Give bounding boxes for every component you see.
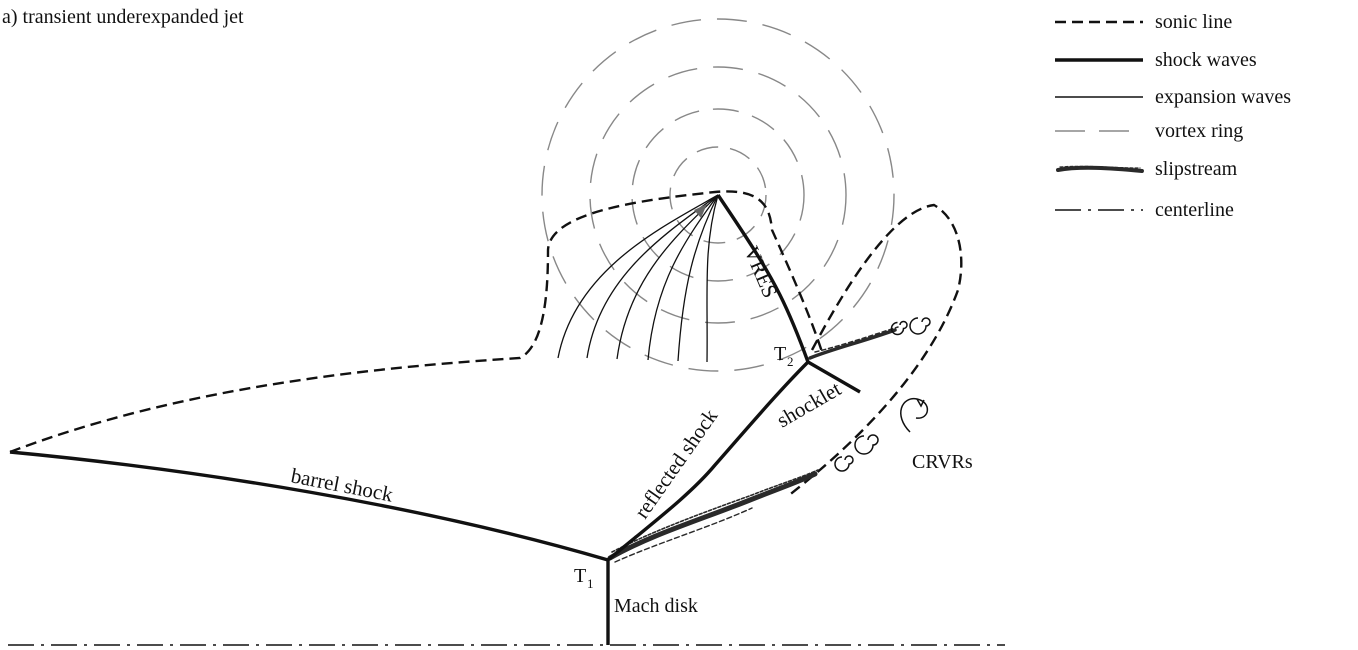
barrel-shock-label: barrel shock [289, 463, 395, 506]
svg-text:2: 2 [787, 354, 794, 369]
t2-label: T 2 [774, 343, 794, 369]
shock-waves [9, 194, 861, 645]
arrow-head [694, 204, 707, 218]
slipstream-lower [607, 469, 819, 563]
legend-label-shock-waves: shock waves [1155, 49, 1257, 71]
t1-label: T 1 [574, 565, 594, 591]
crvrs-label: CRVRs [912, 451, 973, 473]
legend-label-slipstream: slipstream [1155, 158, 1238, 180]
legend-label-sonic-line: sonic line [1155, 11, 1232, 33]
svg-text:T: T [574, 565, 586, 587]
vres-label: VRES [739, 243, 782, 302]
legend-label-vortex-ring: vortex ring [1155, 120, 1243, 142]
barrel-shock [9, 450, 609, 562]
sonic-lines [9, 190, 963, 497]
vortex-spirals [834, 317, 931, 472]
reflected-shock [606, 360, 810, 562]
legend-label-centerline: centerline [1155, 199, 1234, 221]
legend-swatch-slipstream [1056, 165, 1144, 173]
slipstream-upper [808, 326, 899, 360]
legend-label-expansion-waves: expansion waves [1155, 86, 1291, 108]
svg-text:T: T [774, 343, 786, 365]
figure-title: a) transient underexpanded jet [2, 6, 244, 28]
shocklet [807, 360, 861, 394]
mach-disk-label: Mach disk [614, 595, 698, 617]
legend: sonic line shock waves expansion waves v… [1055, 11, 1291, 221]
vortex-ring [541, 18, 895, 372]
shocklet-label: shocklet [773, 376, 846, 432]
vres-shock [716, 194, 810, 363]
expansion-waves [557, 194, 719, 363]
svg-text:1: 1 [587, 576, 594, 591]
